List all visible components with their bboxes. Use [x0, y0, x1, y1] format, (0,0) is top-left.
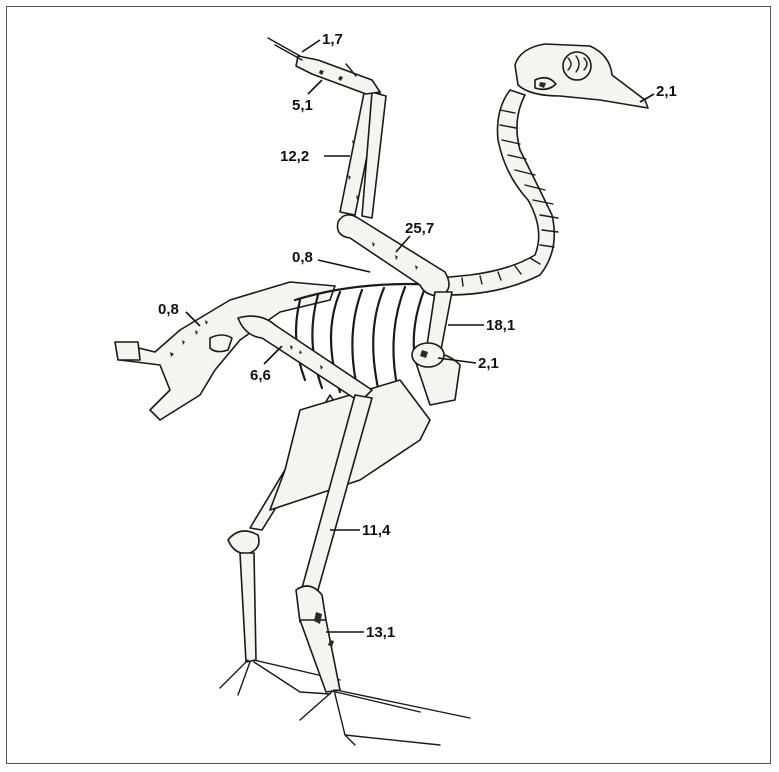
label-ulna: 12,2 — [280, 149, 309, 164]
label-hand: 5,1 — [292, 98, 313, 113]
label-femur: 6,6 — [250, 368, 271, 383]
rib-cage — [295, 284, 440, 392]
label-coracoid: 18,1 — [486, 318, 515, 333]
leader-scapula — [318, 260, 370, 272]
label-finger: 1,7 — [322, 32, 343, 47]
label-pelvis: 0,8 — [158, 302, 179, 317]
label-scapula: 0,8 — [292, 250, 313, 265]
label-sternal: 2,1 — [478, 356, 499, 371]
sternum — [270, 354, 460, 510]
neck-vertebrae — [440, 90, 558, 295]
leader-femur — [264, 346, 282, 364]
leader-hand — [308, 80, 322, 94]
label-humerus: 25,7 — [405, 221, 434, 236]
label-skull: 2,1 — [656, 84, 677, 99]
leader-finger — [302, 40, 320, 52]
skull — [515, 44, 648, 108]
label-tibia: 11,4 — [362, 523, 390, 538]
label-tarsus: 13,1 — [366, 625, 395, 640]
